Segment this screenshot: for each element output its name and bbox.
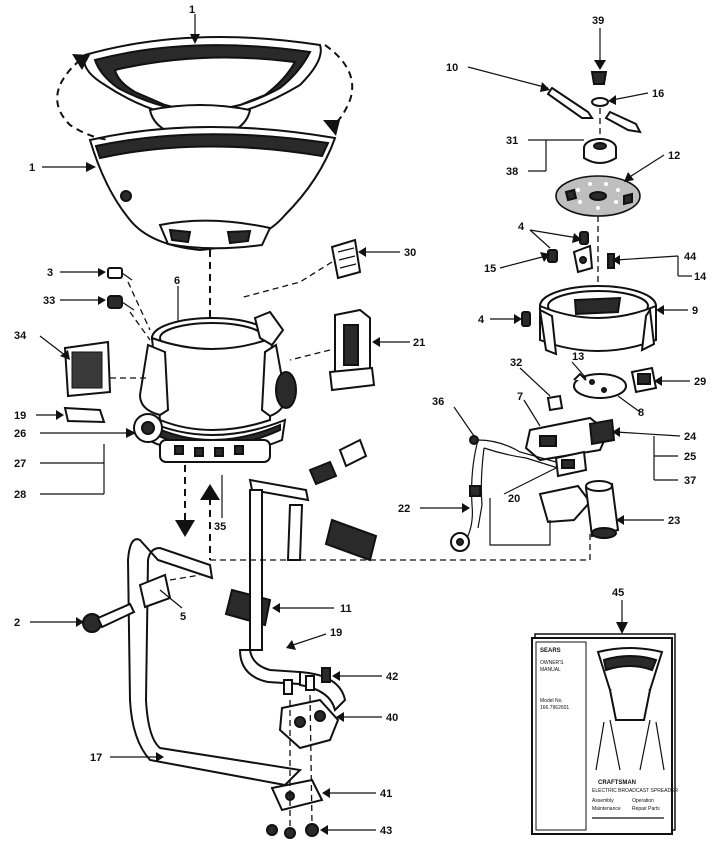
- manual-item-1: Assembly: [592, 798, 614, 804]
- callout-35: 35: [214, 521, 226, 533]
- plate-8: [573, 372, 627, 399]
- callout-40: 40: [386, 712, 398, 724]
- callout-21: 21: [413, 337, 425, 349]
- callout-19-lower: 19: [330, 627, 342, 639]
- coupler-24: [588, 418, 616, 446]
- callout-39: 39: [592, 15, 604, 27]
- callout-34: 34: [14, 330, 27, 342]
- bracket-15: [547, 244, 594, 274]
- callout-13: 13: [572, 351, 584, 363]
- impeller-disc-12: [555, 175, 641, 217]
- callout-43: 43: [380, 825, 392, 837]
- callout-45: 45: [612, 587, 624, 599]
- manual-model-label: Model No.: [540, 698, 563, 704]
- manual-model-value: 166.7962601: [540, 705, 569, 711]
- screws-42: [283, 667, 331, 695]
- callout-33: 33: [43, 295, 55, 307]
- screw-33: [107, 295, 135, 311]
- nuts-43: [266, 823, 319, 839]
- hub-cap-31: [583, 138, 617, 164]
- callout-7: 7: [517, 391, 523, 403]
- leader-lines: [30, 14, 692, 835]
- callout-8: 8: [638, 407, 644, 419]
- motor-bracket: [538, 484, 592, 524]
- hopper-body: [88, 126, 337, 252]
- motor-23: [584, 480, 620, 539]
- callout-20: 20: [508, 493, 520, 505]
- wiring-harness: [450, 435, 559, 552]
- callout-30: 30: [404, 247, 416, 259]
- switch-20: [554, 450, 588, 478]
- callout-28: 28: [14, 489, 26, 501]
- callout-24: 24: [684, 431, 697, 443]
- part-30-clip: [330, 238, 362, 280]
- bracket-40: [278, 698, 340, 750]
- screw-4-lower: [521, 311, 531, 327]
- callout-11: 11: [340, 603, 352, 615]
- washer-16: [591, 97, 609, 107]
- callout-17: 17: [90, 752, 102, 764]
- manual-item-4: Repair Parts: [632, 806, 660, 812]
- callout-15: 15: [484, 263, 496, 275]
- callout-6: 6: [174, 275, 180, 287]
- callout-44: 44: [684, 251, 697, 263]
- callout-16: 16: [652, 88, 664, 100]
- callout-5: 5: [180, 611, 186, 623]
- callout-36: 36: [432, 396, 444, 408]
- rotate-arrow-left: [56, 59, 111, 141]
- callout-1-body: 1: [29, 162, 35, 174]
- callout-31: 31: [506, 135, 518, 147]
- callout-26: 26: [14, 428, 26, 440]
- callout-22: 22: [398, 503, 410, 515]
- callout-23: 23: [668, 515, 680, 527]
- pin-44: [607, 253, 615, 269]
- callout-42: 42: [386, 671, 398, 683]
- callout-3: 3: [47, 267, 53, 279]
- screw-3: [107, 267, 133, 281]
- manual-title-1: OWNER'S: [540, 660, 564, 666]
- owners-manual-45: SEARS OWNER'S MANUAL Model No. 166.79626…: [531, 633, 678, 835]
- part-34-plate: [63, 340, 112, 398]
- screw-4-upper: [579, 231, 589, 245]
- motor-mount-7: [524, 416, 610, 462]
- part-32: [546, 394, 564, 412]
- callout-25: 25: [684, 451, 696, 463]
- callout-2: 2: [14, 617, 20, 629]
- manual-title-2: MANUAL: [540, 667, 561, 673]
- callout-38: 38: [506, 166, 518, 178]
- callout-9: 9: [692, 305, 698, 317]
- rotate-arrow-right: [324, 44, 354, 129]
- hopper-rim: [83, 36, 322, 142]
- callout-27: 27: [14, 458, 26, 470]
- screw-39: [590, 71, 608, 85]
- callout-29: 29: [694, 376, 706, 388]
- callout-10: 10: [446, 62, 458, 74]
- callout-32: 32: [510, 357, 522, 369]
- callout-41: 41: [380, 788, 392, 800]
- callout-labels: 1 1 3 33 34 6 30 21 19 26 27 28 35 2 5 1…: [14, 4, 707, 837]
- manual-product: CRAFTSMAN: [598, 780, 636, 786]
- manual-product-sub: ELECTRIC BROADCAST SPREADER: [592, 788, 678, 794]
- callout-19-upper: 19: [14, 410, 26, 422]
- callout-37: 37: [684, 475, 696, 487]
- part-19-upper: [63, 406, 106, 424]
- impeller-cage-9: [538, 285, 657, 356]
- manual-item-3: Maintenance: [592, 806, 621, 812]
- part-21-bracket: [328, 308, 376, 392]
- bolt-2: [82, 602, 136, 633]
- manual-brand: SEARS: [540, 648, 561, 654]
- callout-1-top: 1: [189, 4, 195, 16]
- manual-item-2: Operation: [632, 798, 654, 804]
- axle-assembly: [126, 438, 378, 787]
- callout-4-lower: 4: [478, 314, 485, 326]
- callout-12: 12: [668, 150, 680, 162]
- callout-14: 14: [694, 271, 707, 283]
- spreader-housing: [133, 310, 297, 463]
- part-29-clip: [630, 366, 658, 394]
- deflector-10: [546, 86, 642, 134]
- callout-4-upper: 4: [518, 221, 525, 233]
